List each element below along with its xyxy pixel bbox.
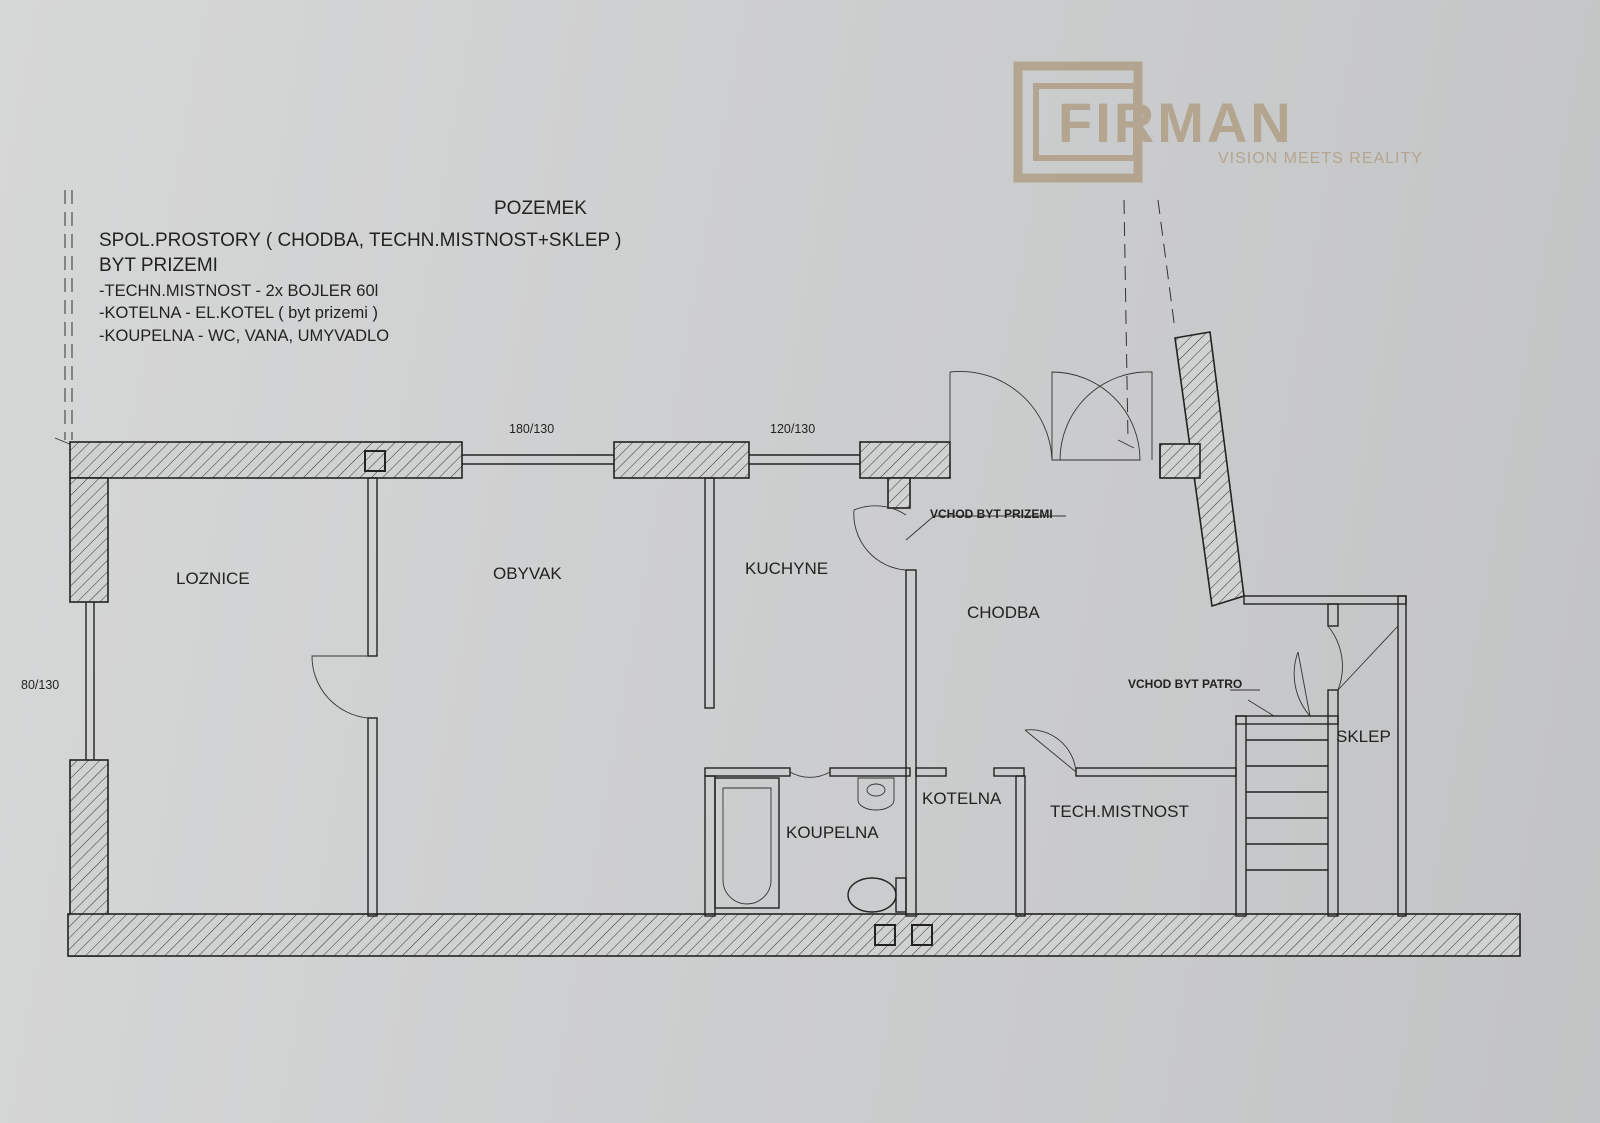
note-line-1: SPOL.PROSTORY ( CHODBA, TECHN.MISTNOST+S… <box>99 230 621 251</box>
bathtub-icon <box>714 777 780 909</box>
washbasin-icon <box>857 777 895 811</box>
logo-tagline: VISION MEETS REALITY <box>1218 150 1423 167</box>
room-label-loznice: LOZNICE <box>176 569 250 588</box>
firman-logo: FIRMAN VISION MEETS REALITY <box>1013 61 1423 183</box>
plan-notes: POZEMEK SPOL.PROSTORY ( CHODBA, TECHN.MI… <box>99 198 621 345</box>
note-line-4: -KOTELNA - EL.KOTEL ( byt prizemi ) <box>99 304 378 322</box>
room-label-koupelna: KOUPELNA <box>786 823 879 842</box>
plot-boundary-lines <box>54 190 1176 449</box>
room-label-kotelna: KOTELNA <box>922 789 1002 808</box>
entrance-label-prizemi: VCHOD BYT PRIZEMI <box>930 507 1053 521</box>
window-obyvak-dimension: 180/130 <box>509 422 554 436</box>
room-label-tech-mistnost: TECH.MISTNOST <box>1050 802 1189 821</box>
note-line-3: -TECHN.MISTNOST - 2x BOJLER 60l <box>99 282 378 300</box>
interior-walls <box>367 477 1407 917</box>
room-label-obyvak: OBYVAK <box>493 564 562 583</box>
walls <box>67 331 1521 957</box>
entrance-label-patro: VCHOD BYT PATRO <box>1128 677 1242 691</box>
bathroom-fixtures <box>714 777 907 913</box>
window-kuchyne-dimension: 120/130 <box>770 422 815 436</box>
doors <box>311 371 1399 778</box>
room-label-sklep: SKLEP <box>1336 727 1391 746</box>
stairs <box>1246 739 1328 871</box>
room-label-chodba: CHODBA <box>967 603 1040 622</box>
note-line-5: -KOUPELNA - WC, VANA, UMYVADLO <box>99 327 389 345</box>
plan-title: POZEMEK <box>494 198 587 219</box>
logo-name: FIRMAN <box>1058 91 1294 154</box>
windows <box>85 454 860 760</box>
toilet-icon <box>847 877 897 913</box>
window-loznice-dimension: 80/130 <box>21 678 59 692</box>
room-label-kuchyne: KUCHYNE <box>745 559 828 578</box>
note-line-2: BYT PRIZEMI <box>99 255 218 276</box>
